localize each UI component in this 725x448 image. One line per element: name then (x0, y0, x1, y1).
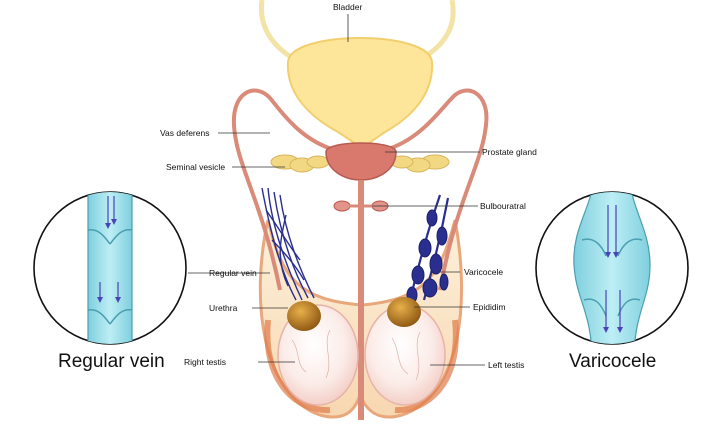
regular-vein-inset (34, 180, 186, 360)
left-epididymis (387, 297, 421, 327)
left-seminal-vesicle (391, 155, 449, 172)
right-epididymis (287, 301, 321, 331)
label-seminal-vesicle: Seminal vesicle (166, 162, 225, 172)
prostate-gland (326, 143, 396, 180)
label-varicocele: Varicocele (464, 267, 503, 277)
label-left-testis: Left testis (488, 360, 524, 370)
label-urethra: Urethra (209, 303, 237, 313)
label-epididim: Epididim (473, 302, 506, 312)
bladder (288, 38, 432, 148)
label-prostate-gland: Prostate gland (482, 147, 537, 157)
label-right-testis: Right testis (184, 357, 226, 367)
label-vas-deferens: Vas deferens (160, 128, 209, 138)
label-bladder: Bladder (333, 2, 362, 12)
varicose-veins (407, 195, 448, 303)
varicocele-inset (536, 180, 688, 360)
inset-title-varicocele: Varicocele (569, 351, 656, 373)
inset-title-regular-vein: Regular vein (58, 351, 165, 373)
label-regular-vein: Regular vein (209, 268, 257, 278)
label-bulbouratral: Bulbouratral (480, 201, 526, 211)
right-seminal-vesicle (271, 155, 329, 172)
